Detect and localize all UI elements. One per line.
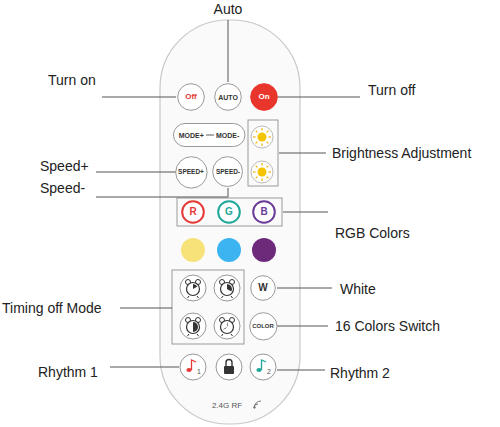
lock-icon (224, 366, 234, 374)
brightness-box (248, 120, 278, 186)
sun-ray (256, 131, 258, 133)
note-icon (192, 360, 197, 370)
brightness-button (251, 161, 273, 183)
sun-ray (261, 179, 262, 182)
printed-marking: 1 (197, 368, 201, 376)
sun-ray (267, 177, 269, 179)
button-label: W (258, 283, 267, 293)
button-label: R (189, 207, 196, 217)
button-label: COLOR (252, 323, 274, 329)
sun-ray (261, 163, 262, 166)
callout-label: Speed- (40, 180, 85, 196)
button-label: MODE+ (179, 132, 204, 139)
sun-ray (253, 171, 256, 172)
leader-lines (96, 20, 360, 370)
printed-marking: 2 (267, 368, 271, 376)
sun-ray (261, 144, 262, 147)
sun-ray (256, 177, 258, 179)
sun-ray (267, 166, 269, 168)
rhythm1-button (180, 354, 206, 380)
sun-ray (269, 136, 272, 137)
sun-ray (267, 142, 269, 144)
remote-button: COLOR (249, 312, 278, 341)
lock-icon (226, 360, 232, 367)
note-icon (256, 368, 261, 372)
callout-label: White (340, 281, 376, 297)
button-label: AUTO (218, 94, 238, 101)
rhythm2-button (250, 354, 276, 380)
color-buttons (181, 238, 276, 262)
timing-box (172, 270, 244, 344)
remote-button: B (252, 200, 276, 224)
sun-ray (256, 142, 258, 144)
callout-label: Speed+ (40, 158, 89, 174)
callout-label: 16 Colors Switch (335, 318, 440, 334)
button-label: B (260, 207, 267, 217)
sun-ray (253, 136, 256, 137)
sun-icon (258, 168, 267, 177)
rgb-box (177, 198, 282, 226)
callout-label: RGB Colors (335, 225, 410, 241)
button-label: G (225, 207, 233, 217)
signal-icon (254, 401, 261, 408)
remote-button: MODE+ MODE- (173, 123, 245, 147)
remote-button: AUTO (214, 83, 242, 111)
button-label: MODE- (216, 132, 239, 139)
sun-ray (269, 171, 272, 172)
brightness-buttons (251, 126, 273, 183)
remote-button: R (181, 200, 205, 224)
callout-label: Timing off Mode (2, 300, 102, 316)
callout-label: Turn on (48, 72, 96, 88)
remote-button: On (250, 83, 278, 111)
callout-label: Rhythm 1 (38, 364, 98, 380)
button-label: SPEED+ (178, 169, 204, 176)
button-label: Off (185, 93, 197, 101)
yellow-button (181, 238, 205, 262)
sun-ray (261, 128, 262, 131)
timer-buttons (180, 275, 240, 339)
remote-body (160, 20, 300, 424)
button-label: On (258, 93, 269, 101)
remote-button: SPEED+ (175, 156, 208, 189)
remote-button: W (250, 275, 276, 301)
callout-label: Brightness Adjustment (332, 145, 471, 161)
remote-button: Off (177, 83, 205, 111)
sun-icon (258, 133, 267, 142)
timer-button (214, 275, 240, 301)
brightness-button (251, 126, 273, 148)
timer-button (180, 275, 206, 301)
sun-ray (267, 131, 269, 133)
purple-button (252, 238, 276, 262)
sun-ray (256, 166, 258, 168)
note-icon (186, 368, 191, 372)
callout-label: Rhythm 2 (330, 365, 390, 381)
timer-button (214, 313, 240, 339)
printed-marking: 2.4G RF (212, 401, 242, 410)
blue-button (217, 238, 241, 262)
callout-label: Auto (214, 1, 243, 17)
group-boxes (172, 120, 282, 344)
lock-button (216, 354, 242, 380)
remote-button: SPEED- (212, 156, 243, 187)
note-icon (262, 360, 267, 370)
timer-button (180, 313, 206, 339)
rhythm-buttons (180, 354, 276, 380)
callout-label: Turn off (368, 82, 415, 98)
remote-button: G (217, 200, 241, 224)
button-label: SPEED- (216, 169, 240, 176)
